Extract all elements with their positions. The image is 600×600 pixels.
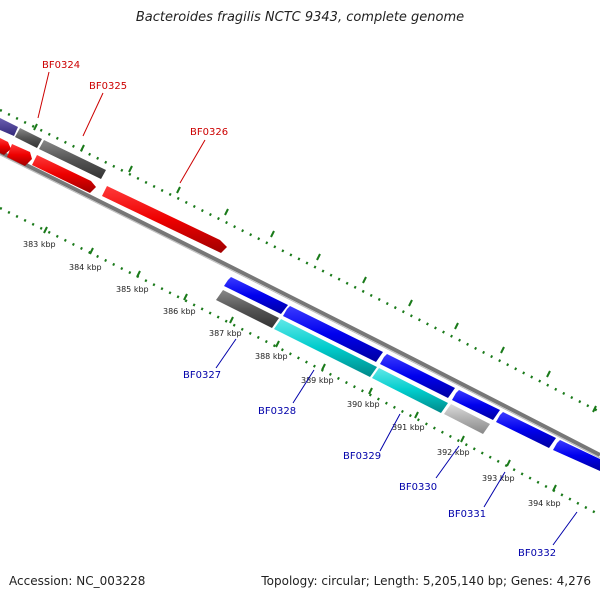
gene-red-2[interactable] [7, 144, 32, 166]
outer-tick-ring [0, 108, 600, 414]
gene-grey-bf0324[interactable] [15, 128, 42, 148]
backbone [0, 150, 600, 459]
kbp-label: 385 kbp [116, 285, 149, 294]
kbp-label: 394 kbp [528, 499, 561, 508]
gene-label-bf0329[interactable]: BF0329 [343, 451, 381, 462]
kbp-label: 389 kbp [301, 376, 334, 385]
bottom-gene-labels: BF0327 BF0328 BF0329 BF0330 BF0331 BF033… [183, 338, 578, 559]
gene-red-3[interactable] [32, 155, 96, 193]
gene-label-bf0328[interactable]: BF0328 [258, 406, 296, 417]
forward-gene-track [0, 118, 227, 253]
inner-tick-ring [0, 206, 600, 517]
gene-label-bf0325[interactable]: BF0325 [89, 81, 127, 92]
kbp-labels: 383 kbp 384 kbp 385 kbp 386 kbp 387 kbp … [23, 240, 561, 508]
gene-blue-6[interactable] [553, 440, 600, 471]
gene-label-bf0326[interactable]: BF0326 [190, 127, 228, 138]
gene-red-1[interactable] [0, 138, 11, 155]
gene-grey-bf0327[interactable] [216, 290, 279, 328]
gene-red-bf0326[interactable] [102, 186, 227, 253]
gene-label-bf0327[interactable]: BF0327 [183, 370, 221, 381]
gene-blue-4[interactable] [452, 390, 500, 420]
gene-cyan-bf0328[interactable] [274, 319, 377, 377]
accession-text: Accession: NC_003228 [9, 574, 146, 588]
kbp-label: 386 kbp [163, 307, 196, 316]
kbp-label: 391 kbp [392, 423, 425, 432]
gene-lightgrey-bf0330[interactable] [444, 404, 490, 434]
genome-summary-text: Topology: circular; Length: 5,205,140 bp… [261, 574, 591, 588]
gene-label-bf0330[interactable]: BF0330 [399, 482, 437, 493]
inner-major-ticks [43, 226, 557, 492]
kbp-label: 390 kbp [347, 400, 380, 409]
kbp-label: 383 kbp [23, 240, 56, 249]
gene-label-bf0332[interactable]: BF0332 [518, 548, 556, 559]
gene-label-bf0331[interactable]: BF0331 [448, 509, 486, 520]
gene-purple-partial[interactable] [0, 118, 18, 136]
outer-major-ticks [33, 123, 597, 413]
gene-blue-2[interactable] [283, 306, 383, 362]
kbp-label: 384 kbp [69, 263, 102, 272]
gene-blue-5[interactable] [496, 412, 556, 448]
gene-label-bf0324[interactable]: BF0324 [42, 60, 80, 71]
kbp-label: 393 kbp [482, 474, 515, 483]
reverse-gene-track [216, 277, 600, 471]
kbp-label: 388 kbp [255, 352, 288, 361]
gene-blue-3[interactable] [380, 354, 455, 398]
kbp-label: 392 kbp [437, 448, 470, 457]
gene-cyan-bf0329[interactable] [372, 368, 448, 413]
map-title: Bacteroides fragilis NCTC 9343, complete… [135, 10, 465, 25]
gene-blue-1[interactable] [224, 277, 288, 314]
gene-grey-bf0325[interactable] [39, 140, 106, 179]
kbp-label: 387 kbp [209, 329, 242, 338]
top-gene-labels: BF0324 BF0325 BF0326 [37, 60, 228, 184]
